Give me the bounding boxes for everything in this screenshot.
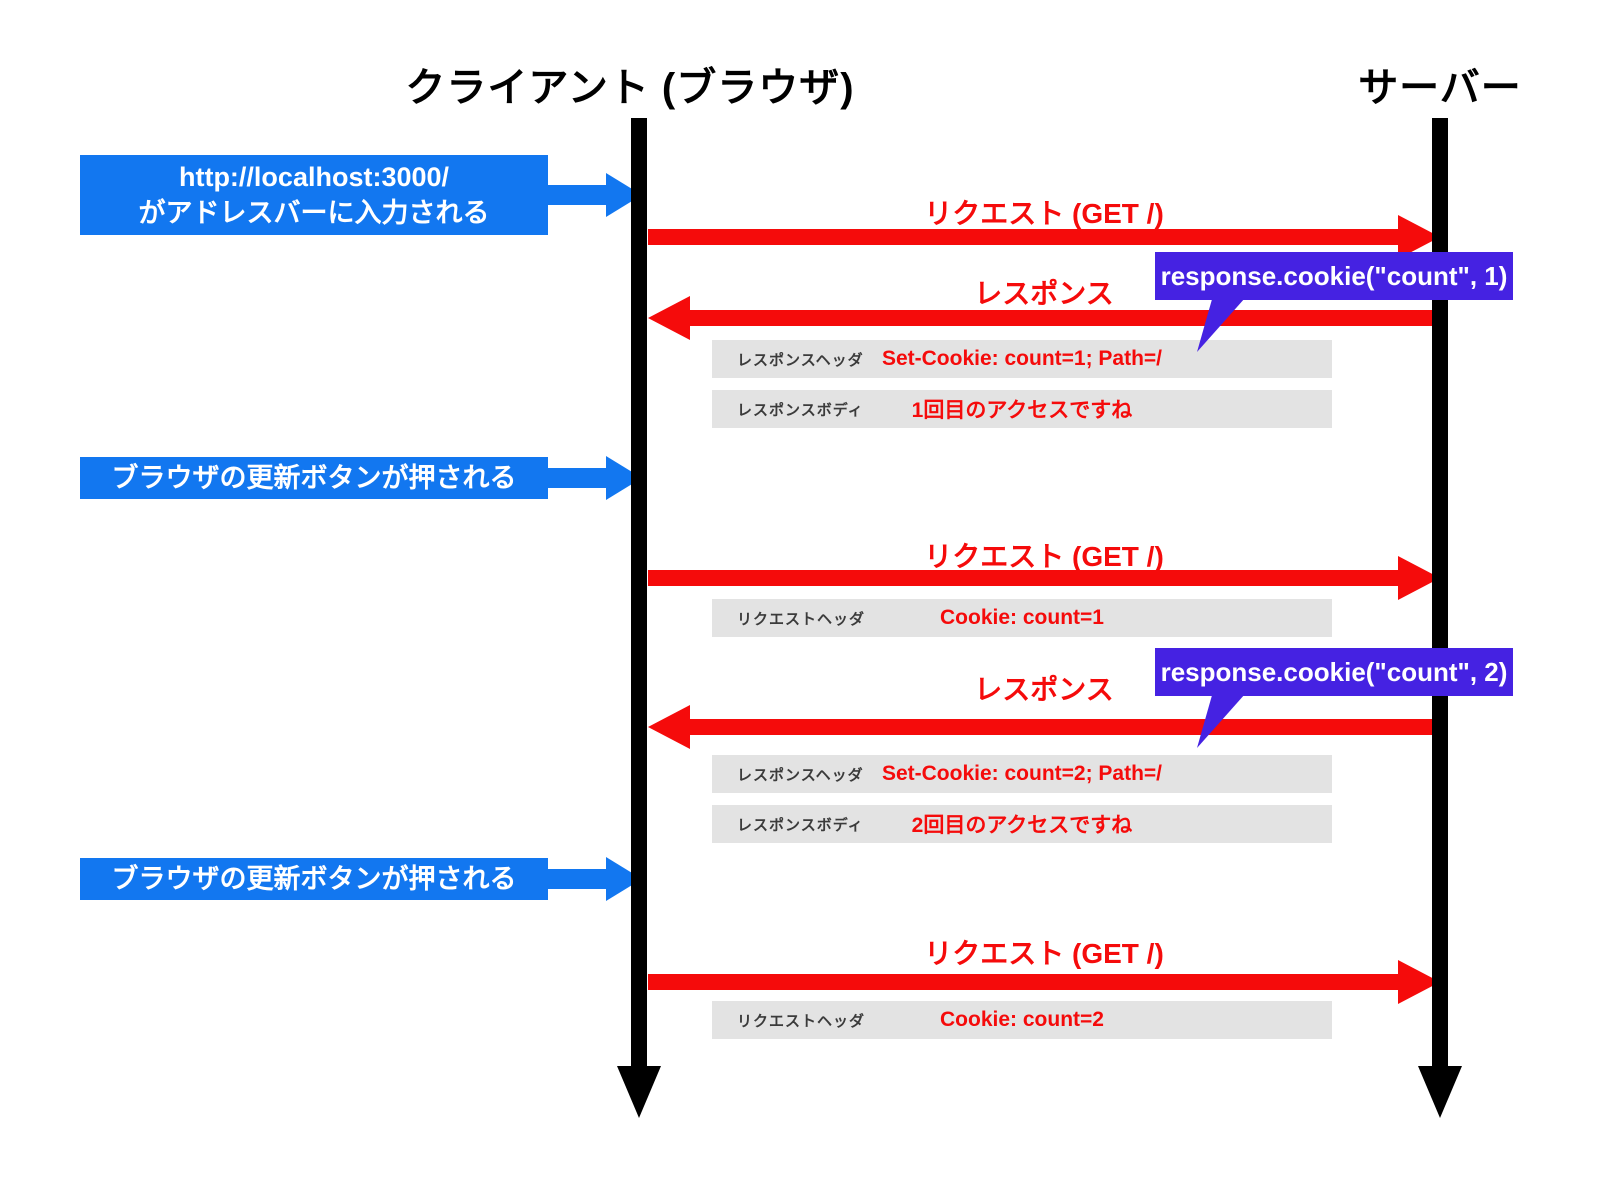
detail-row-response-header: レスポンスヘッダ Set-Cookie: count=2; Path=/ bbox=[712, 755, 1332, 793]
detail-value: Cookie: count=2 bbox=[940, 1008, 1104, 1031]
response-arrow-head-icon bbox=[648, 705, 690, 749]
detail-key: レスポンスボディ bbox=[737, 401, 864, 419]
code-callout-set-cookie-1: response.cookie("count", 1) bbox=[1155, 252, 1513, 352]
detail-value: Set-Cookie: count=2; Path=/ bbox=[881, 762, 1163, 785]
message-label-request: リクエスト (GET /) bbox=[924, 541, 1164, 572]
client-lifeline bbox=[631, 118, 647, 1068]
request-arrow bbox=[648, 570, 1400, 586]
detail-value: 1回目のアクセスですね bbox=[911, 399, 1133, 422]
request-arrow bbox=[648, 229, 1400, 245]
detail-key: リクエストヘッダ bbox=[737, 1012, 866, 1030]
response-arrow bbox=[690, 719, 1432, 735]
code-callout-set-cookie-2: response.cookie("count", 2) bbox=[1155, 648, 1513, 748]
detail-row-request-header: リクエストヘッダ Cookie: count=2 bbox=[712, 1001, 1332, 1039]
response-arrow-head-icon bbox=[648, 296, 690, 340]
detail-row-response-body: レスポンスボディ 2回目のアクセスですね bbox=[712, 805, 1332, 843]
browser-event-line: ブラウザの更新ボタンが押される bbox=[111, 463, 517, 493]
browser-event-line: がアドレスバーに入力される bbox=[138, 198, 490, 228]
server-lifeline-arrow-icon bbox=[1418, 1066, 1462, 1118]
browser-event-url-entered: http://localhost:3000/ がアドレスバーに入力される bbox=[80, 155, 548, 235]
code-callout-text: response.cookie("count", 2) bbox=[1160, 656, 1508, 687]
message-label-request: リクエスト (GET /) bbox=[924, 938, 1164, 969]
message-label-response: レスポンス bbox=[974, 674, 1114, 705]
detail-key: レスポンスヘッダ bbox=[737, 351, 864, 369]
browser-event-refresh: ブラウザの更新ボタンが押される bbox=[80, 858, 548, 900]
browser-event-line: ブラウザの更新ボタンが押される bbox=[111, 864, 517, 894]
detail-value: Set-Cookie: count=1; Path=/ bbox=[881, 347, 1163, 370]
message-label-request: リクエスト (GET /) bbox=[924, 198, 1164, 229]
client-lifeline-arrow-icon bbox=[617, 1066, 661, 1118]
response-arrow bbox=[690, 310, 1432, 326]
detail-key: リクエストヘッダ bbox=[737, 610, 866, 628]
client-actor-title: クライアント (ブラウザ) bbox=[405, 66, 855, 110]
event-arrow-icon bbox=[548, 869, 606, 889]
detail-row-response-header: レスポンスヘッダ Set-Cookie: count=1; Path=/ bbox=[712, 340, 1332, 378]
server-actor-title: サーバー bbox=[1358, 66, 1522, 110]
detail-value: 2回目のアクセスですね bbox=[911, 814, 1133, 837]
detail-value: Cookie: count=1 bbox=[940, 606, 1104, 629]
detail-row-request-header: リクエストヘッダ Cookie: count=1 bbox=[712, 599, 1332, 637]
detail-key: レスポンスヘッダ bbox=[737, 766, 864, 784]
server-lifeline bbox=[1432, 118, 1448, 1068]
detail-row-response-body: レスポンスボディ 1回目のアクセスですね bbox=[712, 390, 1332, 428]
event-arrow-icon bbox=[548, 185, 606, 205]
browser-event-refresh: ブラウザの更新ボタンが押される bbox=[80, 457, 548, 499]
message-label-response: レスポンス bbox=[974, 278, 1114, 309]
event-arrow-icon bbox=[548, 468, 606, 488]
detail-key: レスポンスボディ bbox=[737, 816, 864, 834]
browser-event-line: http://localhost:3000/ bbox=[178, 162, 450, 192]
request-arrow bbox=[648, 974, 1400, 990]
code-callout-text: response.cookie("count", 1) bbox=[1160, 260, 1508, 291]
